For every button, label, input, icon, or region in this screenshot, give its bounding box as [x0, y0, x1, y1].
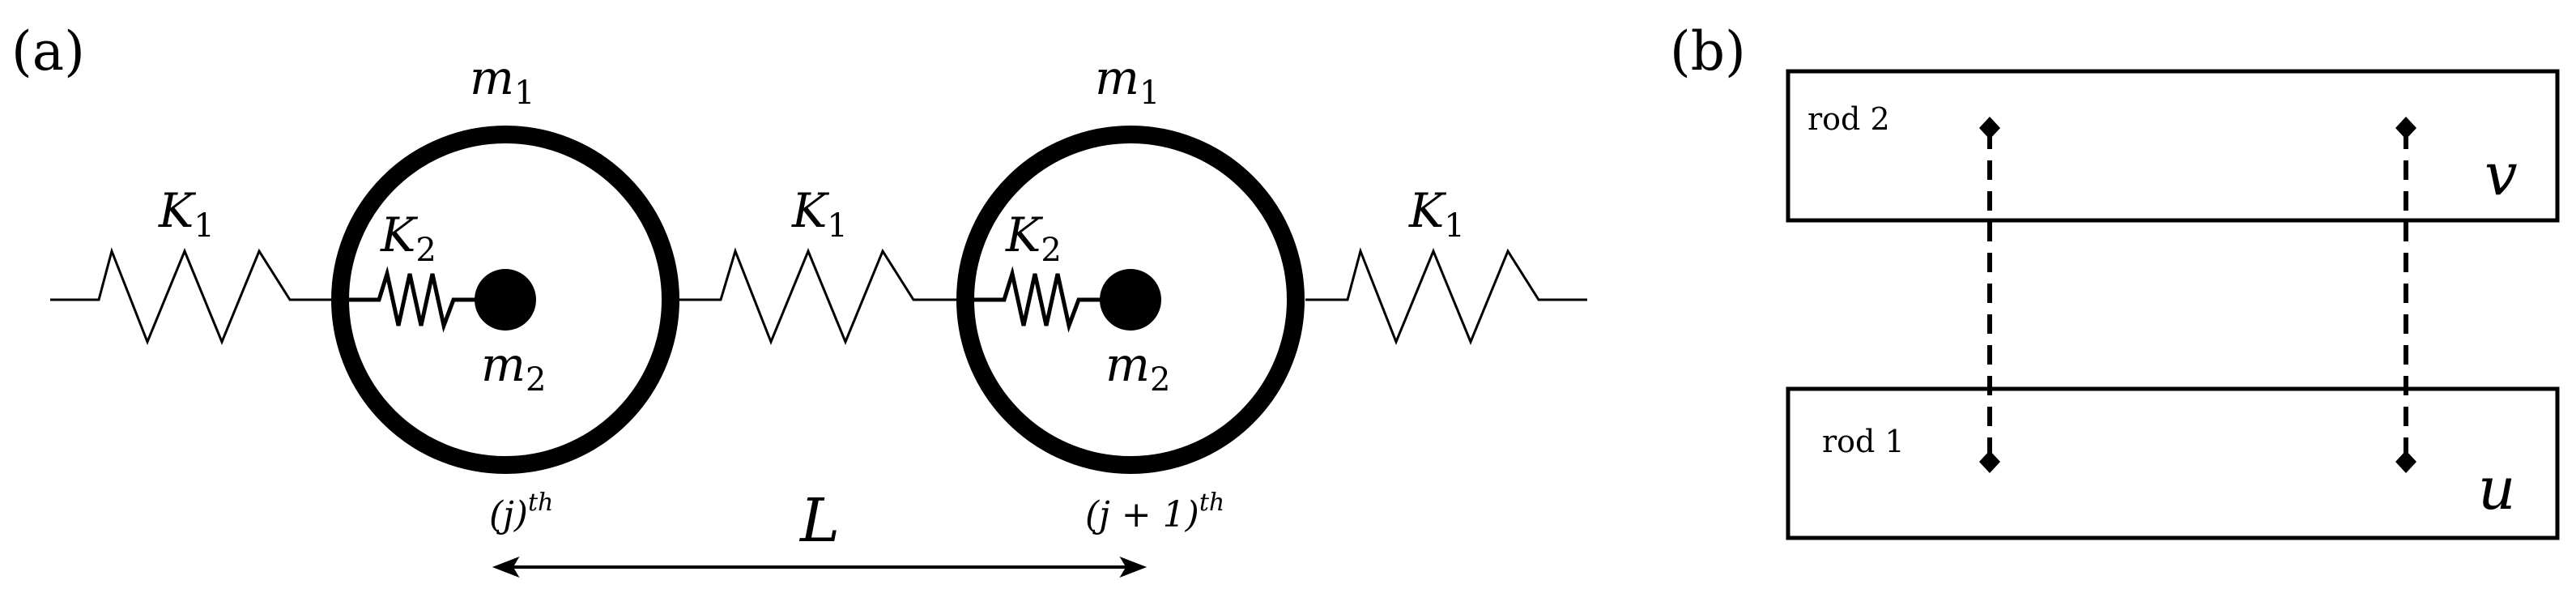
- mass-m1-label-right: m1: [1095, 50, 1160, 112]
- distance-label: L: [798, 486, 840, 556]
- mass-m2-label-right: m2: [1105, 337, 1170, 399]
- diamond-marker-top-right: [2395, 117, 2416, 139]
- spring-k2-right: [965, 266, 1103, 333]
- diamond-marker-bottom-right: [2395, 450, 2416, 473]
- panel-b-label: (b): [1670, 20, 1746, 83]
- spring-k1-middle: [677, 247, 964, 346]
- mass-m2-dot-right: [1100, 269, 1161, 331]
- rod-2-box: [1786, 69, 2560, 223]
- index-label-right: (j + 1)th: [1085, 488, 1224, 535]
- diamond-marker-top-left: [1979, 117, 2000, 139]
- spring-k1-label-right: K1: [1408, 183, 1465, 245]
- panel-b: (b) rod 2 v rod 1 u: [1670, 20, 2560, 540]
- panel-a-label: (a): [11, 20, 85, 83]
- panel-a: (a) m1 m1 K1 K1 K1 K2 K2 m2 m2: [11, 20, 1587, 578]
- distance-arrow: [492, 557, 1147, 578]
- index-label-left: (j)th: [489, 488, 553, 535]
- rod-1-variable: u: [2478, 454, 2515, 523]
- rod-2-variable: v: [2484, 140, 2518, 208]
- mass-m1-label-left: m1: [470, 50, 534, 112]
- rod-1-box: [1786, 386, 2560, 540]
- mass-m2-label-left: m2: [481, 337, 546, 399]
- spring-k1-left: [50, 247, 335, 346]
- spring-k1-right: [1305, 247, 1587, 346]
- rod-1-label: rod 1: [1822, 424, 1905, 459]
- rod-2-label: rod 2: [1807, 101, 1890, 137]
- spring-k2-label-right: K2: [1005, 207, 1062, 269]
- spring-k1-label-left: K1: [158, 183, 215, 245]
- diamond-marker-bottom-left: [1979, 450, 2000, 473]
- spring-k2-label-left: K2: [380, 207, 436, 269]
- spring-k1-label-middle: K1: [791, 183, 848, 245]
- mass-m2-dot-left: [475, 269, 536, 331]
- spring-k2-left: [340, 266, 478, 333]
